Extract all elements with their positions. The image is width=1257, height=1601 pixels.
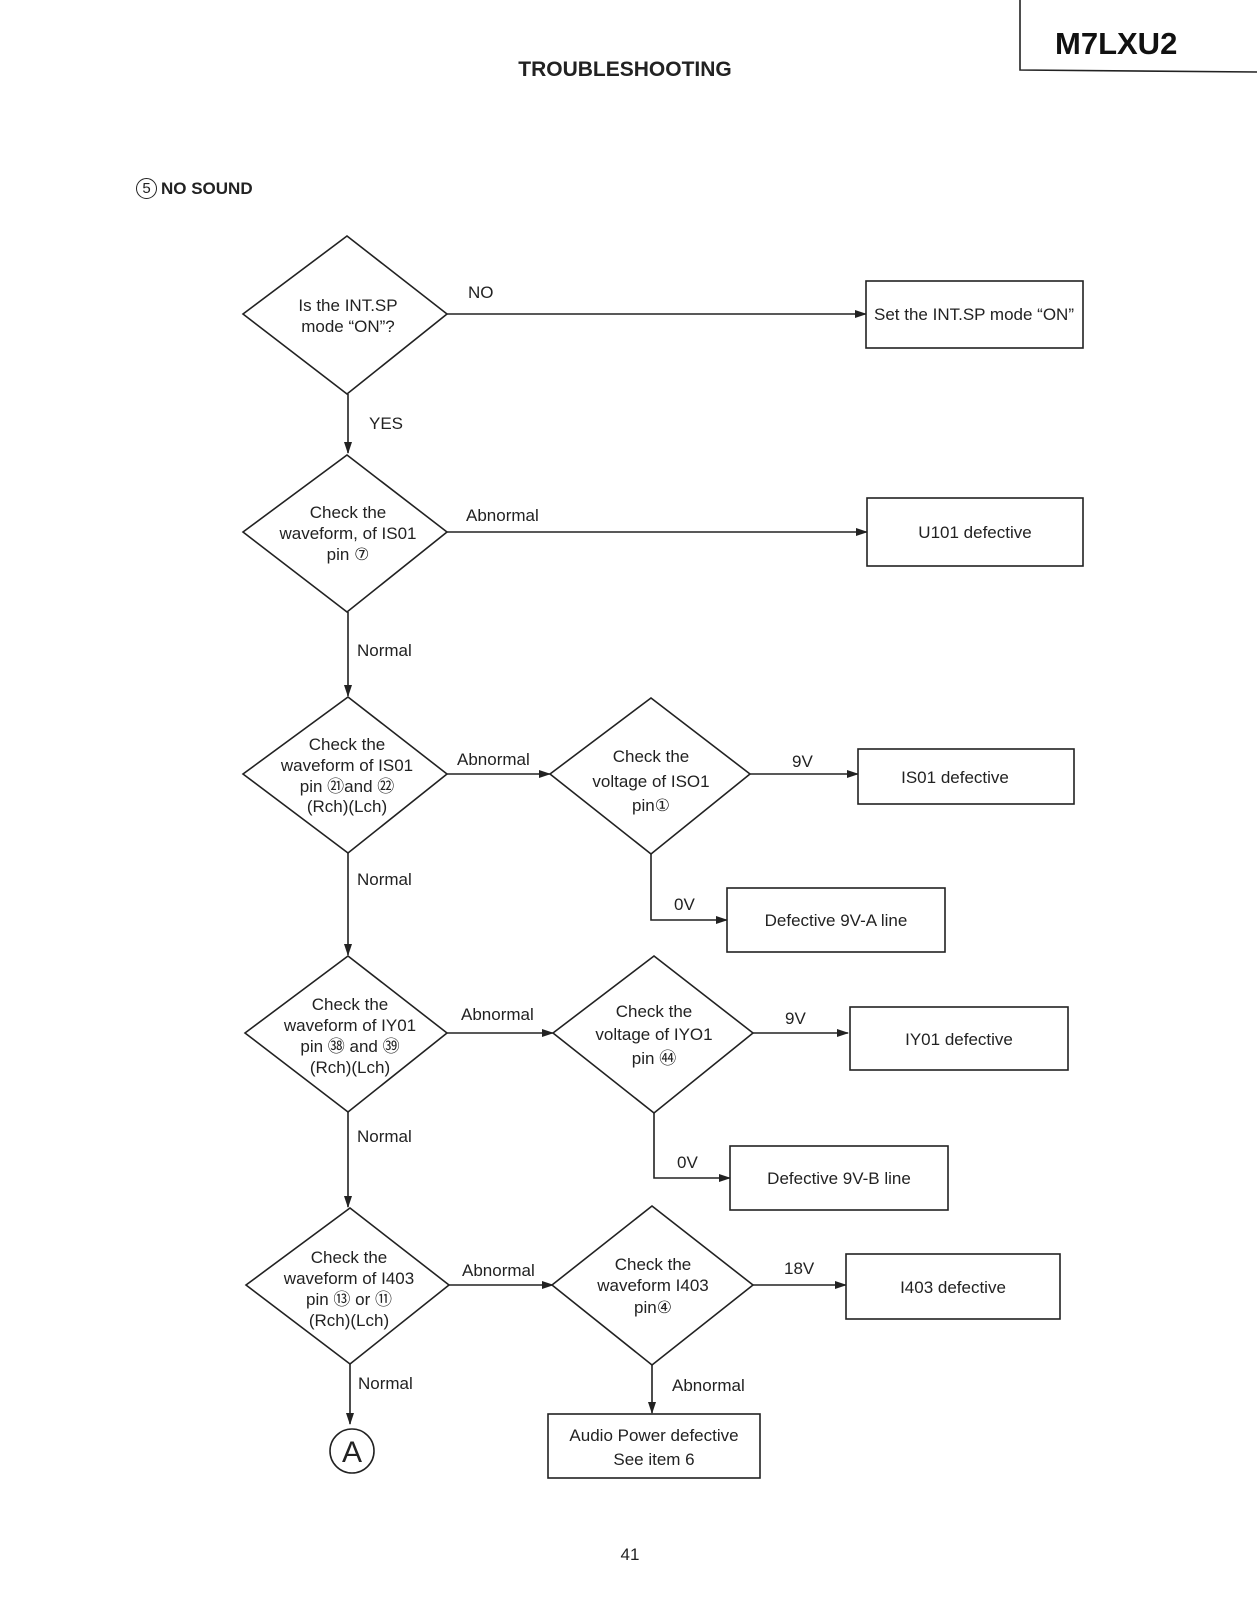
r2-text: U101 defective: [918, 523, 1031, 542]
d5b-text-line-2: waveform I403: [596, 1276, 709, 1295]
page-title: TROUBLESHOOTING: [518, 58, 732, 81]
connector-a: [329, 1428, 375, 1474]
label-d5-normal: Normal: [358, 1374, 413, 1393]
d5b-text-line-1: Check the: [615, 1255, 692, 1274]
result-audio-power-defective: [547, 1413, 761, 1479]
d3b-text-line-2: voltage of ISO1: [592, 772, 709, 791]
result-iy01-defective: [849, 1006, 1069, 1071]
decision-is01-pin7-waveform: [241, 453, 449, 614]
result-is01-defective: [857, 748, 1075, 805]
r3b-text: Defective 9V-A line: [765, 911, 908, 930]
r4-text: IY01 defective: [905, 1030, 1013, 1049]
d4b-text-line-1: Check the: [616, 1002, 693, 1021]
result-set-int-sp-on: [865, 280, 1084, 349]
decision-iy01-pin44-voltage: [551, 954, 755, 1115]
result-u101-defective: [866, 497, 1084, 567]
label-d5-abnormal: Abnormal: [462, 1261, 535, 1280]
edge-d3b-0v: [650, 854, 728, 924]
label-d4b-0v: 0V: [677, 1153, 698, 1172]
decision-is01-pin26-27-waveform: [241, 695, 449, 855]
edge-d4b-0v: [653, 1113, 731, 1182]
d1-text-line-2: mode “ON”?: [301, 317, 395, 336]
d3b-text-line-1: Check the: [613, 747, 690, 766]
decision-iy01-pin38-39-waveform: [243, 954, 449, 1114]
r5-text: I403 defective: [900, 1278, 1006, 1297]
d1-text-line-1: Is the INT.SP: [298, 296, 397, 315]
d4b-text-line-2: voltage of IYO1: [595, 1025, 712, 1044]
model-box-border: [1019, 0, 1257, 73]
r4b-text: Defective 9V-B line: [767, 1169, 911, 1188]
d3-text-line-1: Check the: [309, 735, 386, 754]
page-number: 41: [620, 1545, 640, 1564]
r5b-text-line-2: See item 6: [613, 1450, 694, 1469]
d4-text-line-4: (Rch)(Lch): [310, 1058, 390, 1077]
label-d4-normal: Normal: [357, 1127, 412, 1146]
result-defective-9v-a-line: [726, 887, 946, 953]
section-heading: 5 NO SOUND: [136, 178, 253, 199]
d5b-text-line-3: pin④: [634, 1298, 672, 1317]
d5-text-line-4: (Rch)(Lch): [309, 1311, 389, 1330]
d5-text-line-3: pin ⑬ or ⑪: [306, 1290, 392, 1309]
decision-int-sp-mode: [241, 234, 449, 396]
d5-text-line-1: Check the: [311, 1248, 388, 1267]
label-no: NO: [468, 283, 494, 302]
decision-i403-pin13-11-waveform: [244, 1206, 451, 1366]
label-yes: YES: [369, 414, 403, 433]
label-d3b-9v: 9V: [792, 752, 813, 771]
d2-text-line-2: waveform, of IS01: [278, 524, 416, 543]
label-d4-abnormal: Abnormal: [461, 1005, 534, 1024]
decision-i403-pin4-waveform: [550, 1204, 755, 1367]
label-d3-abnormal: Abnormal: [457, 750, 530, 769]
label-d4b-9v: 9V: [785, 1009, 806, 1028]
r5b-text-line-1: Audio Power defective: [569, 1426, 738, 1445]
r3-text: IS01 defective: [901, 768, 1009, 787]
d5-text-line-2: waveform of I403: [283, 1269, 414, 1288]
d3b-text-line-3: pin①: [632, 796, 670, 815]
label-d3-normal: Normal: [357, 870, 412, 889]
label-d5b-18v: 18V: [784, 1259, 815, 1278]
label-d2-normal: Normal: [357, 641, 412, 660]
result-i403-defective: [845, 1253, 1061, 1320]
label-d3b-0v: 0V: [674, 895, 695, 914]
connector-a-label: A: [342, 1436, 362, 1469]
result-defective-9v-b-line: [729, 1145, 949, 1211]
d4b-text-line-3: pin ㊹: [632, 1049, 676, 1068]
decision-is01-pin1-voltage: [548, 696, 752, 856]
d3-text-line-4: (Rch)(Lch): [307, 797, 387, 816]
d3-text-line-2: waveform of IS01: [280, 756, 413, 775]
d4-text-line-1: Check the: [312, 995, 389, 1014]
label-d5b-abnormal: Abnormal: [672, 1376, 745, 1395]
r1-text: Set the INT.SP mode “ON”: [874, 305, 1074, 324]
label-d2-abnormal: Abnormal: [466, 506, 539, 525]
model-number: M7LXU2: [1055, 26, 1178, 61]
d3-text-line-3: pin ㉑and ㉒: [300, 777, 395, 796]
section-title: NO SOUND: [161, 178, 253, 198]
d4-text-line-2: waveform of IY01: [283, 1016, 416, 1035]
section-number-badge: 5: [136, 178, 157, 199]
d2-text-line-3: pin ⑦: [327, 545, 370, 564]
d4-text-line-3: pin ㊳ and ㊴: [300, 1037, 399, 1056]
d2-text-line-1: Check the: [310, 503, 387, 522]
